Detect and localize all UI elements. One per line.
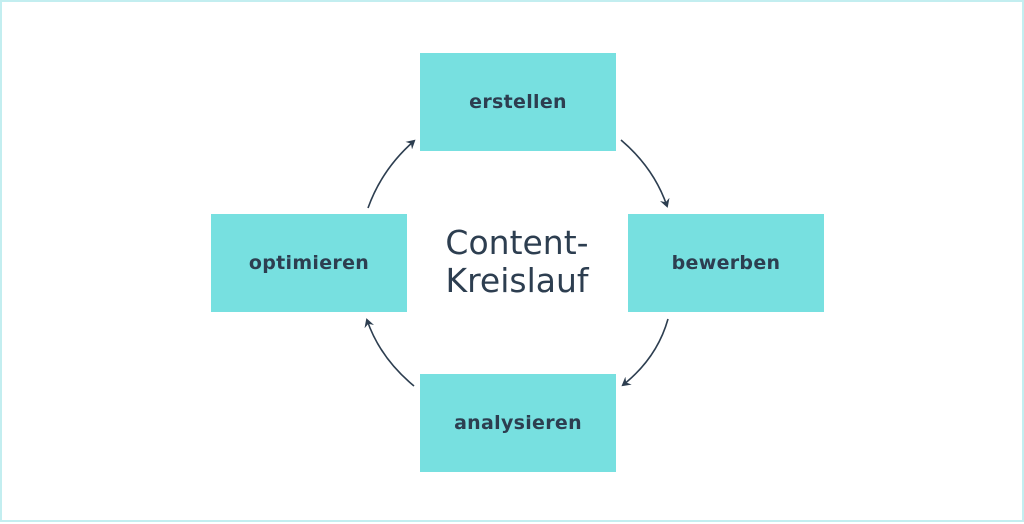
step-box-bewerben: bewerben [628, 214, 824, 312]
center-title-line1: Content- [445, 223, 589, 262]
arrow-optimieren-to-erstellen [367, 139, 416, 209]
step-label-bewerben: bewerben [671, 252, 781, 274]
center-title: Content- Kreislauf [432, 224, 602, 300]
step-box-optimieren: optimieren [211, 214, 407, 312]
arrow-bewerben-to-analysieren [621, 318, 669, 387]
step-label-analysieren: analysieren [454, 412, 582, 434]
step-box-analysieren: analysieren [420, 374, 616, 472]
center-title-line2: Kreislauf [445, 261, 589, 300]
step-label-optimieren: optimieren [248, 252, 370, 274]
arrow-analysieren-to-optimieren [364, 318, 415, 387]
arrow-erstellen-to-bewerben [620, 139, 670, 208]
step-box-erstellen: erstellen [420, 53, 616, 151]
step-label-erstellen: erstellen [469, 91, 567, 113]
